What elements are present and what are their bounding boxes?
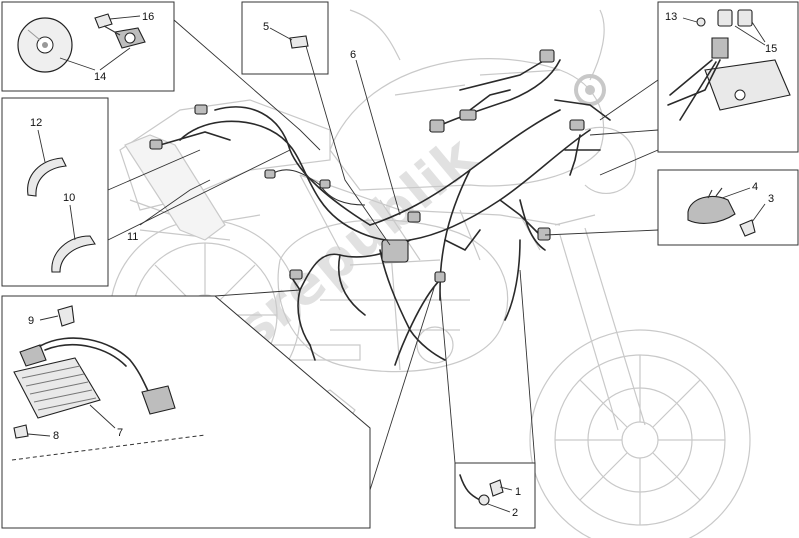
key-switch-icon — [94, 13, 146, 49]
inset-straps: 12 10 — [1, 97, 109, 287]
inset-ground-cable: 1 2 — [454, 462, 536, 529]
harness-connector — [569, 119, 585, 131]
motorcycle-outline — [109, 9, 751, 538]
callout-3: 3 — [768, 193, 774, 205]
harness-connector — [319, 179, 331, 189]
inset-sensor: 4 3 — [657, 169, 799, 246]
callout-13: 13 — [665, 11, 677, 23]
main-wiring-harness — [149, 49, 611, 366]
relay-bracket — [704, 59, 791, 111]
harness-connector — [537, 227, 551, 241]
harness-connector — [264, 169, 276, 179]
inset-fuse: 5 — [241, 1, 329, 75]
callout-4: 4 — [752, 181, 758, 193]
sensor-icon — [687, 195, 736, 224]
callout-7: 7 — [117, 427, 123, 439]
relay-icon — [737, 9, 753, 27]
callout-8: 8 — [53, 430, 59, 442]
nut-icon — [13, 424, 29, 439]
regulator-connector — [141, 385, 176, 415]
harness-connector — [407, 211, 421, 223]
harness-connector — [434, 271, 446, 283]
inset-box — [241, 1, 329, 75]
callout-15: 15 — [765, 43, 777, 55]
harness-connector — [194, 104, 208, 115]
relay-icon — [711, 37, 729, 59]
callout-16: 16 — [142, 11, 154, 23]
terminal-icon — [478, 494, 490, 506]
callout-12: 12 — [30, 117, 42, 129]
harness-connector — [149, 139, 163, 150]
fuse-icon — [289, 35, 309, 49]
callout-10: 10 — [63, 192, 75, 204]
strap-icon — [51, 235, 96, 273]
harness-connector — [539, 49, 555, 63]
inset-regulator: 9 8 7 — [1, 295, 371, 529]
inset-box — [1, 295, 371, 529]
regulator-icon — [13, 344, 101, 419]
callout-14: 14 — [94, 71, 106, 83]
harness-connector — [429, 119, 445, 133]
callout-2: 2 — [512, 507, 518, 519]
callout-9: 9 — [28, 315, 34, 327]
gear-logo-icon — [574, 74, 606, 106]
bolt-icon — [739, 219, 756, 237]
cd-icon — [17, 17, 73, 73]
harness-connector — [459, 109, 477, 121]
screw-icon — [696, 17, 706, 27]
harness-junction-block — [381, 239, 409, 263]
bolt-icon — [57, 305, 75, 327]
inset-key-switch: 16 14 — [1, 1, 175, 92]
leader-lines: 6 11 — [107, 19, 659, 491]
callout-6: 6 — [350, 49, 356, 61]
callout-1: 1 — [515, 486, 521, 498]
strap-icon — [27, 157, 67, 197]
inset-relay: 13 15 — [657, 1, 799, 153]
bolt-icon — [489, 479, 504, 497]
callout-11: 11 — [127, 231, 138, 243]
callout-5: 5 — [263, 21, 269, 33]
relay-icon — [717, 9, 733, 27]
harness-connector — [289, 269, 303, 280]
